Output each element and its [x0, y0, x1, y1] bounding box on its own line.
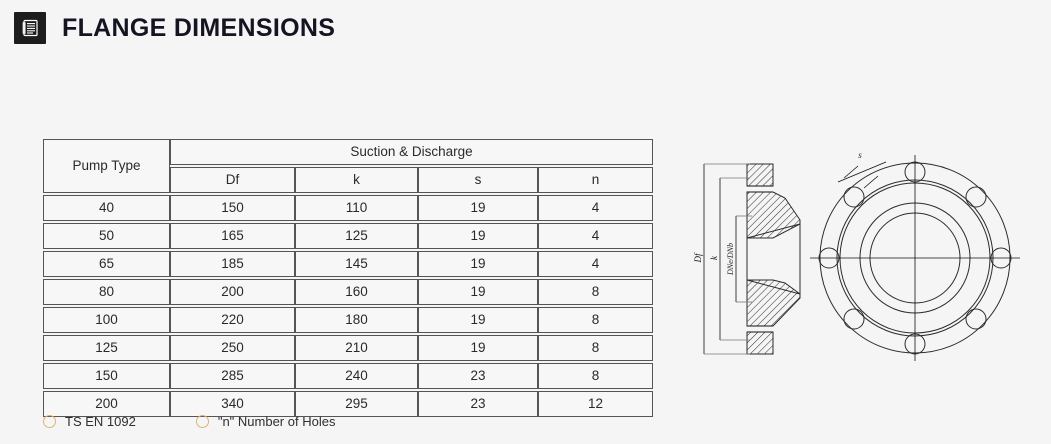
cell-k: 180	[295, 307, 418, 333]
circle-bullet-icon	[195, 415, 209, 428]
cell-s: 19	[418, 195, 538, 221]
page-title: FLANGE DIMENSIONS	[62, 13, 336, 42]
table-header: Pump Type Suction & Discharge Df k s n	[43, 139, 653, 193]
legend-item-label: TS EN 1092	[65, 414, 136, 429]
flange-dimensions-table: Pump Type Suction & Discharge Df k s n 4…	[43, 137, 653, 419]
table-row: 65 185 145 19 4	[43, 251, 653, 277]
cell-k: 160	[295, 279, 418, 305]
cell-s: 23	[418, 363, 538, 389]
document-list-icon	[14, 12, 46, 44]
cell-df: 165	[170, 223, 295, 249]
column-header-df: Df	[170, 167, 295, 193]
table-row: 100 220 180 19 8	[43, 307, 653, 333]
column-header-group-suction-discharge: Suction & Discharge	[170, 139, 653, 165]
cell-df: 185	[170, 251, 295, 277]
cell-s: 23	[418, 391, 538, 417]
cell-df: 285	[170, 363, 295, 389]
cell-n: 8	[538, 307, 653, 333]
header-row-1: Pump Type Suction & Discharge	[43, 139, 653, 193]
table-row: 150 285 240 23 8	[43, 363, 653, 389]
header-row-2: Df k s n	[43, 167, 653, 193]
legend-item-standard: TS EN 1092	[43, 414, 136, 429]
legend-item-label: "n" Number of Holes	[217, 414, 336, 429]
dimension-label-s: s	[858, 150, 862, 160]
cell-n: 8	[538, 363, 653, 389]
legend: TS EN 1092 "n" Number of Holes	[43, 414, 335, 429]
cell-s: 19	[418, 335, 538, 361]
column-header-pump-type: Pump Type	[43, 139, 170, 193]
cell-s: 19	[418, 307, 538, 333]
page-header: FLANGE DIMENSIONS	[14, 12, 335, 44]
cell-k: 110	[295, 195, 418, 221]
cell-pump-type: 50	[43, 223, 170, 249]
cell-k: 210	[295, 335, 418, 361]
legend-item-holes: "n" Number of Holes	[195, 414, 336, 429]
dimension-label-df: Df	[693, 252, 703, 263]
column-header-n: n	[538, 167, 653, 193]
cell-k: 295	[295, 391, 418, 417]
table-row: 50 165 125 19 4	[43, 223, 653, 249]
cell-pump-type: 40	[43, 195, 170, 221]
cell-pump-type: 125	[43, 335, 170, 361]
table-row: 200 340 295 23 12	[43, 391, 653, 417]
flange-front-view: s	[810, 150, 1020, 361]
dimension-label-k: k	[709, 255, 719, 260]
cell-k: 145	[295, 251, 418, 277]
table-row: 125 250 210 19 8	[43, 335, 653, 361]
table-row: 40 150 110 19 4	[43, 195, 653, 221]
dimension-label-bore: DNe/DNb	[726, 243, 735, 276]
cell-n: 12	[538, 391, 653, 417]
cell-df: 200	[170, 279, 295, 305]
flange-section-view: Df k DNe/DNb	[693, 163, 801, 355]
cell-df: 340	[170, 391, 295, 417]
cell-n: 4	[538, 195, 653, 221]
cell-n: 4	[538, 251, 653, 277]
cell-pump-type: 65	[43, 251, 170, 277]
cell-n: 8	[538, 279, 653, 305]
table-row: 80 200 160 19 8	[43, 279, 653, 305]
cell-df: 150	[170, 195, 295, 221]
cell-k: 240	[295, 363, 418, 389]
cell-s: 19	[418, 279, 538, 305]
table-body: 40 150 110 19 4 50 165 125 19 4 65 185 1…	[43, 195, 653, 417]
cell-s: 19	[418, 223, 538, 249]
cell-n: 4	[538, 223, 653, 249]
circle-bullet-icon	[43, 415, 56, 428]
cell-s: 19	[418, 251, 538, 277]
cell-pump-type: 200	[43, 391, 170, 417]
column-header-s: s	[418, 167, 538, 193]
cell-df: 250	[170, 335, 295, 361]
cell-df: 220	[170, 307, 295, 333]
flange-technical-drawing: Df k DNe/DNb	[690, 138, 1030, 378]
cell-k: 125	[295, 223, 418, 249]
flange-dimensions-table-wrap: Pump Type Suction & Discharge Df k s n 4…	[43, 137, 653, 419]
cell-pump-type: 80	[43, 279, 170, 305]
cell-n: 8	[538, 335, 653, 361]
column-header-k: k	[295, 167, 418, 193]
cell-pump-type: 100	[43, 307, 170, 333]
cell-pump-type: 150	[43, 363, 170, 389]
